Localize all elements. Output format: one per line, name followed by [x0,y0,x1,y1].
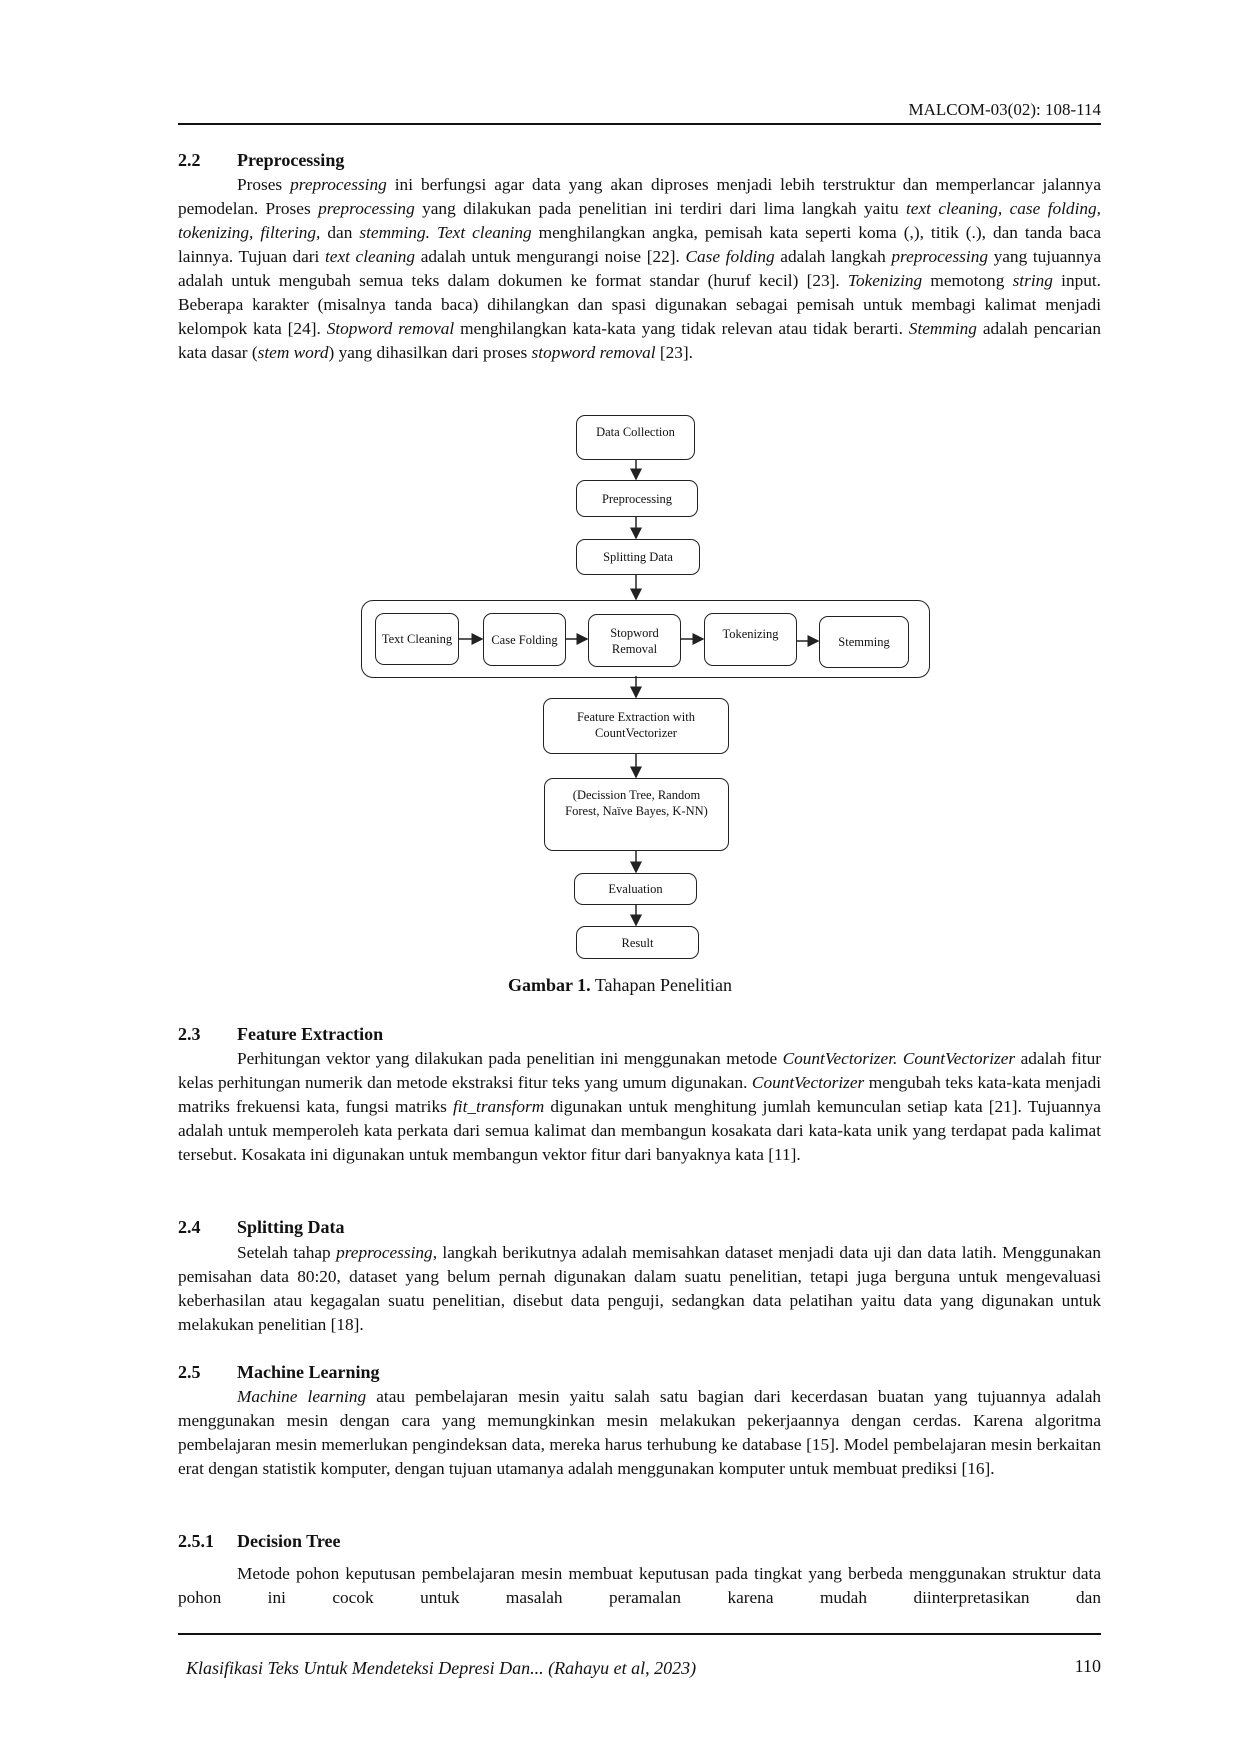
text-run: Setelah tahap [237,1243,337,1262]
text-run: Proses [237,175,291,194]
italic-term: Machine learning [237,1387,367,1406]
italic-term: text cleaning, case folding, tokenizing,… [178,199,1101,242]
text-run: yang dilakukan pada penelitian ini terdi… [414,199,906,218]
section-paragraph: Machine learning atau pembelajaran mesin… [178,1385,1101,1481]
section-title: Splitting Data [237,1217,345,1237]
text-run: menghilangkan kata-kata yang tidak relev… [454,319,909,338]
text-run: menghilangkan angka, pemisah kata sepert… [178,223,1102,266]
footer-citation: Klasifikasi Teks Untuk Mendeteksi Depres… [186,1658,697,1678]
running-header: MALCOM-03(02): 108-114 [908,100,1102,119]
box-stemming: Stemming [819,616,909,668]
section-number: 2.5.1 [178,1531,214,1551]
diagram-arrows [459,460,820,927]
section-paragraph: Proses preprocessing ini berfungsi agar … [178,173,1101,365]
box-case-folding: Case Folding [483,613,566,666]
section-paragraph: Metode pohon keputusan pembelajaran mesi… [178,1562,1101,1610]
box-preprocessing: Preprocessing [576,480,698,517]
section-heading-2-3: 2.3 Feature Extraction [178,1024,383,1045]
box-evaluation: Evaluation [574,873,697,905]
italic-term: Stopword removal [326,319,455,338]
italic-term: Tokenizing [847,271,923,290]
section-heading-2-5-1: 2.5.1 Decision Tree [178,1531,340,1552]
section-heading-2-2: 2.2 Preprocessing [178,150,344,171]
section-title: Machine Learning [237,1362,380,1382]
italic-term: CountVectorizer. CountVectorizer [782,1049,1016,1068]
text-run: adalah pencarian kata dasar ( [178,319,1101,362]
section-heading-2-5: 2.5 Machine Learning [178,1362,380,1383]
text-run: input. Beberapa karakter (misalnya tanda… [178,271,1102,338]
box-result: Result [576,926,699,959]
text-run: Metode pohon keputusan pembelajaran mesi… [178,1564,1101,1607]
text-run: mengubah teks kata-kata menjadi matriks … [178,1073,1102,1116]
italic-term: stem word [257,343,329,362]
text-run: dan [320,223,360,242]
box-classification-models: (Decission Tree, Random Forest, Naïve Ba… [544,778,729,851]
box-data-collection: Data Collection [576,415,695,460]
italic-term: Case folding [685,247,775,266]
box-splitting-data: Splitting Data [576,539,700,575]
italic-term: CountVectorizer [751,1073,865,1092]
section-heading-2-4: 2.4 Splitting Data [178,1217,345,1238]
text-run: adalah fitur kelas perhitungan numerik d… [178,1049,1101,1092]
footer-rule [178,1633,1101,1635]
section-title: Feature Extraction [237,1024,384,1044]
italic-term: fit_transform [452,1097,545,1116]
section-number: 2.2 [178,150,201,170]
italic-term: Stemming [908,319,977,338]
italic-term: preprocessing [318,199,415,218]
figure-caption: Gambar 1. Tahapan Penelitian [0,975,1240,996]
box-stopword-removal: Stopword Removal [588,614,681,667]
section-title: Preprocessing [237,150,345,170]
text-run: Perhitungan vektor yang dilakukan pada p… [237,1049,783,1068]
section-number: 2.5 [178,1362,201,1382]
italic-term: preprocessing [336,1243,433,1262]
box-text-cleaning: Text Cleaning [375,613,459,665]
section-title: Decision Tree [237,1531,341,1551]
italic-term: preprocessing [290,175,387,194]
text-run: , langkah berikutnya adalah memisahkan d… [178,1243,1101,1334]
section-paragraph: Perhitungan vektor yang dilakukan pada p… [178,1047,1101,1167]
italic-term: preprocessing [891,247,988,266]
text-run: ) yang dihasilkan dari proses [328,343,532,362]
text-run: adalah untuk mengurangi noise [22]. [415,247,686,266]
page-number: 110 [1074,1656,1101,1676]
caption-text: Tahapan Penelitian [590,975,733,995]
text-run: adalah langkah [774,247,892,266]
text-run: digunakan untuk menghitung jumlah kemunc… [178,1097,1101,1164]
box-feature-extraction: Feature Extraction with CountVectorizer [543,698,729,754]
box-tokenizing: Tokenizing [704,613,797,666]
text-run: atau pembelajaran mesin yaitu salah satu… [178,1387,1101,1478]
text-run: [23]. [655,343,693,362]
text-run: yang tujuannya adalah untuk mengubah sem… [178,247,1101,290]
text-run: ini berfungsi agar data yang akan dipros… [178,175,1101,218]
section-paragraph: Setelah tahap preprocessing, langkah ber… [178,1241,1101,1337]
italic-term: text cleaning [324,247,416,266]
section-number: 2.4 [178,1217,201,1237]
header-rule [178,123,1101,125]
preprocessing-steps-group [361,600,930,678]
caption-label: Gambar 1. [507,975,591,995]
italic-term: stemming. Text cleaning [359,223,532,242]
italic-term: string [1012,271,1053,290]
text-run: memotong [922,271,1013,290]
italic-term: stopword removal [531,343,656,362]
section-number: 2.3 [178,1024,201,1044]
